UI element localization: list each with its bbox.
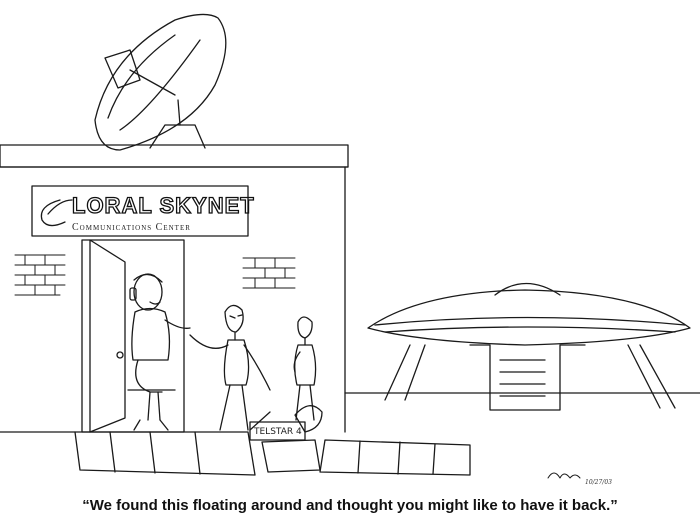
flying-saucer [367,282,691,411]
sign-title: LORAL SKYNET [72,193,255,218]
sign-board [31,185,249,237]
cartoon-caption: “We found this floating around and thoug… [82,497,618,514]
panel-tag: TELSTAR 4 [253,427,302,437]
alien-tall [189,304,271,431]
cartoon-illustration: LORAL SKYNET Communications Center TELST… [0,13,700,486]
sign-logo-icon [40,199,73,227]
alien-small [293,316,317,421]
satellite-dish [94,13,227,151]
signature-date: 10/27/03 [585,479,612,486]
artist-signature [547,472,581,479]
brick-patch-right [242,257,296,289]
communications-building [0,144,349,433]
solar-panel-array [74,431,471,476]
technician-figure [127,273,191,431]
sign-subtitle: Communications Center [72,222,191,233]
brick-patch-left [14,254,66,296]
satellite-fragment [249,405,323,473]
